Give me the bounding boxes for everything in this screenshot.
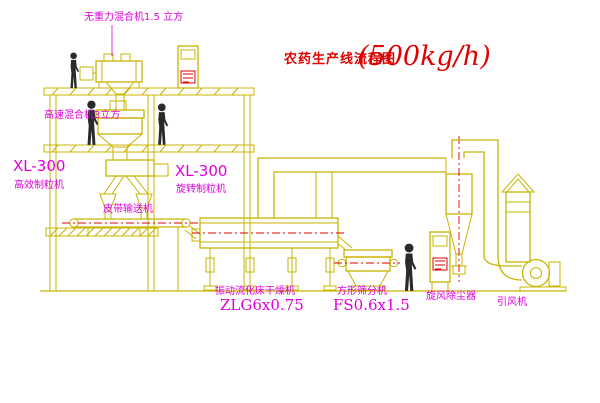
cyclone-outlet-duct: [451, 139, 523, 281]
dryer-spring-legs: [203, 248, 337, 291]
control-cabinet-lower: [429, 231, 451, 291]
label-sifter-name: 方形筛分机: [337, 286, 387, 297]
label-high-speed-mixer: 高速混合机3立方: [44, 110, 121, 121]
exhaust-duct: [257, 157, 447, 218]
square-sifter: [334, 235, 400, 291]
cabinet-lower-indicator: [432, 257, 448, 271]
worker-figure-2: [87, 100, 99, 145]
cabinet-upper-indicator: [180, 70, 196, 84]
label-fan: 引风机: [497, 297, 527, 308]
label-belt-conveyor: 皮带输送机: [103, 204, 153, 215]
building-frame: [43, 87, 255, 291]
floor-slab-hatch: [45, 227, 159, 237]
label-granulator-left-name: 高效制粒机: [14, 180, 64, 191]
worker-figure-1: [70, 52, 80, 89]
label-granulator-right-model: XL-300: [175, 162, 228, 180]
worker-figure-3: [157, 103, 169, 145]
label-dryer-name: 振动流化床干燥机: [215, 286, 295, 297]
worker-figure-4: [404, 243, 417, 291]
granulator-unit: [99, 159, 169, 220]
cyclone-separator: [445, 136, 473, 282]
label-cyclone: 旋风除尘器: [426, 291, 476, 302]
label-granulator-right-name: 旋转制粒机: [176, 184, 226, 195]
fluid-bed-dryer: [191, 217, 346, 291]
belt-conveyor: [62, 218, 202, 291]
label-sifter-model: FS0.6x1.5: [333, 296, 410, 314]
control-cabinet-upper: [177, 45, 199, 89]
diagram-title: 农药生产线流程图: [284, 52, 397, 67]
diagram-capacity: (500kg/h): [358, 41, 491, 72]
induced-draft-fan: [519, 258, 567, 292]
exhaust-stack: [500, 173, 536, 263]
label-zero-gravity-mixer: 无重力混合机1.5 立方: [84, 12, 184, 23]
label-dryer-model: ZLG6x0.75: [220, 296, 304, 314]
label-granulator-left-model: XL-300: [13, 157, 66, 175]
